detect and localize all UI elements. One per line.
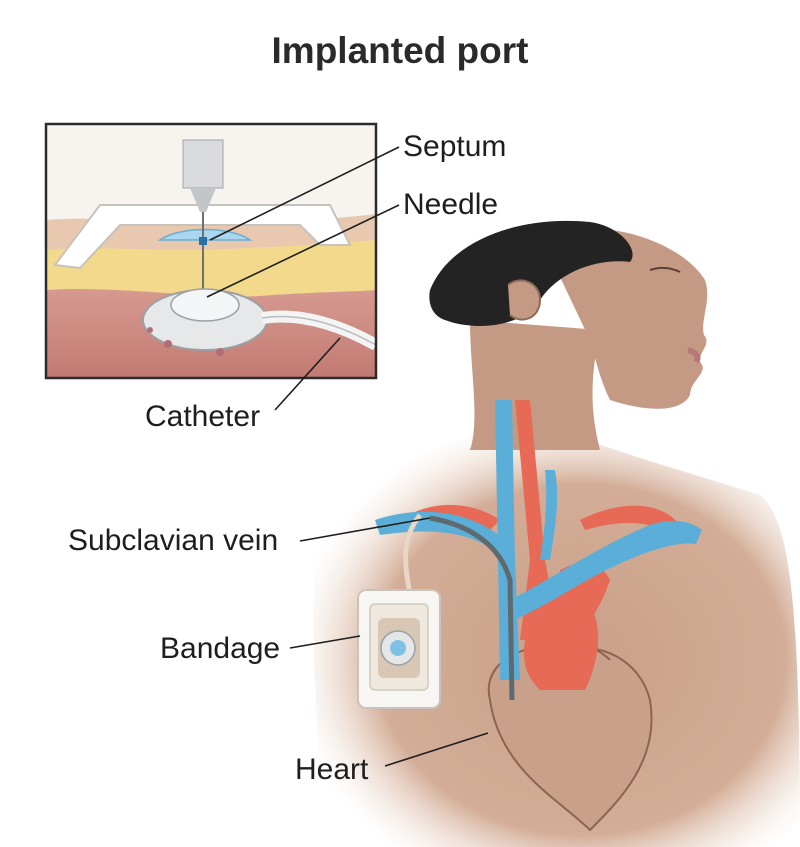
page-title: Implanted port bbox=[271, 30, 529, 71]
label-bandage: Bandage bbox=[160, 632, 281, 665]
label-subclavian-vein: Subclavian vein bbox=[68, 524, 279, 557]
label-catheter: Catheter bbox=[145, 400, 261, 433]
hair bbox=[429, 220, 633, 326]
implanted-catheter bbox=[403, 513, 515, 701]
leader-lines bbox=[206, 146, 489, 767]
label-heart: Heart bbox=[295, 753, 369, 786]
septum-leader bbox=[209, 146, 400, 241]
label-needle: Needle bbox=[403, 188, 499, 221]
catheter-leader bbox=[274, 337, 341, 411]
needle-leader bbox=[206, 204, 400, 298]
heart-leader bbox=[384, 732, 489, 767]
inset-cross-section bbox=[44, 122, 379, 380]
subclavian-vein-leader bbox=[299, 517, 431, 542]
bandage bbox=[357, 589, 441, 709]
head bbox=[429, 220, 708, 409]
label-septum: Septum bbox=[403, 130, 507, 163]
bandage-leader bbox=[289, 635, 361, 649]
